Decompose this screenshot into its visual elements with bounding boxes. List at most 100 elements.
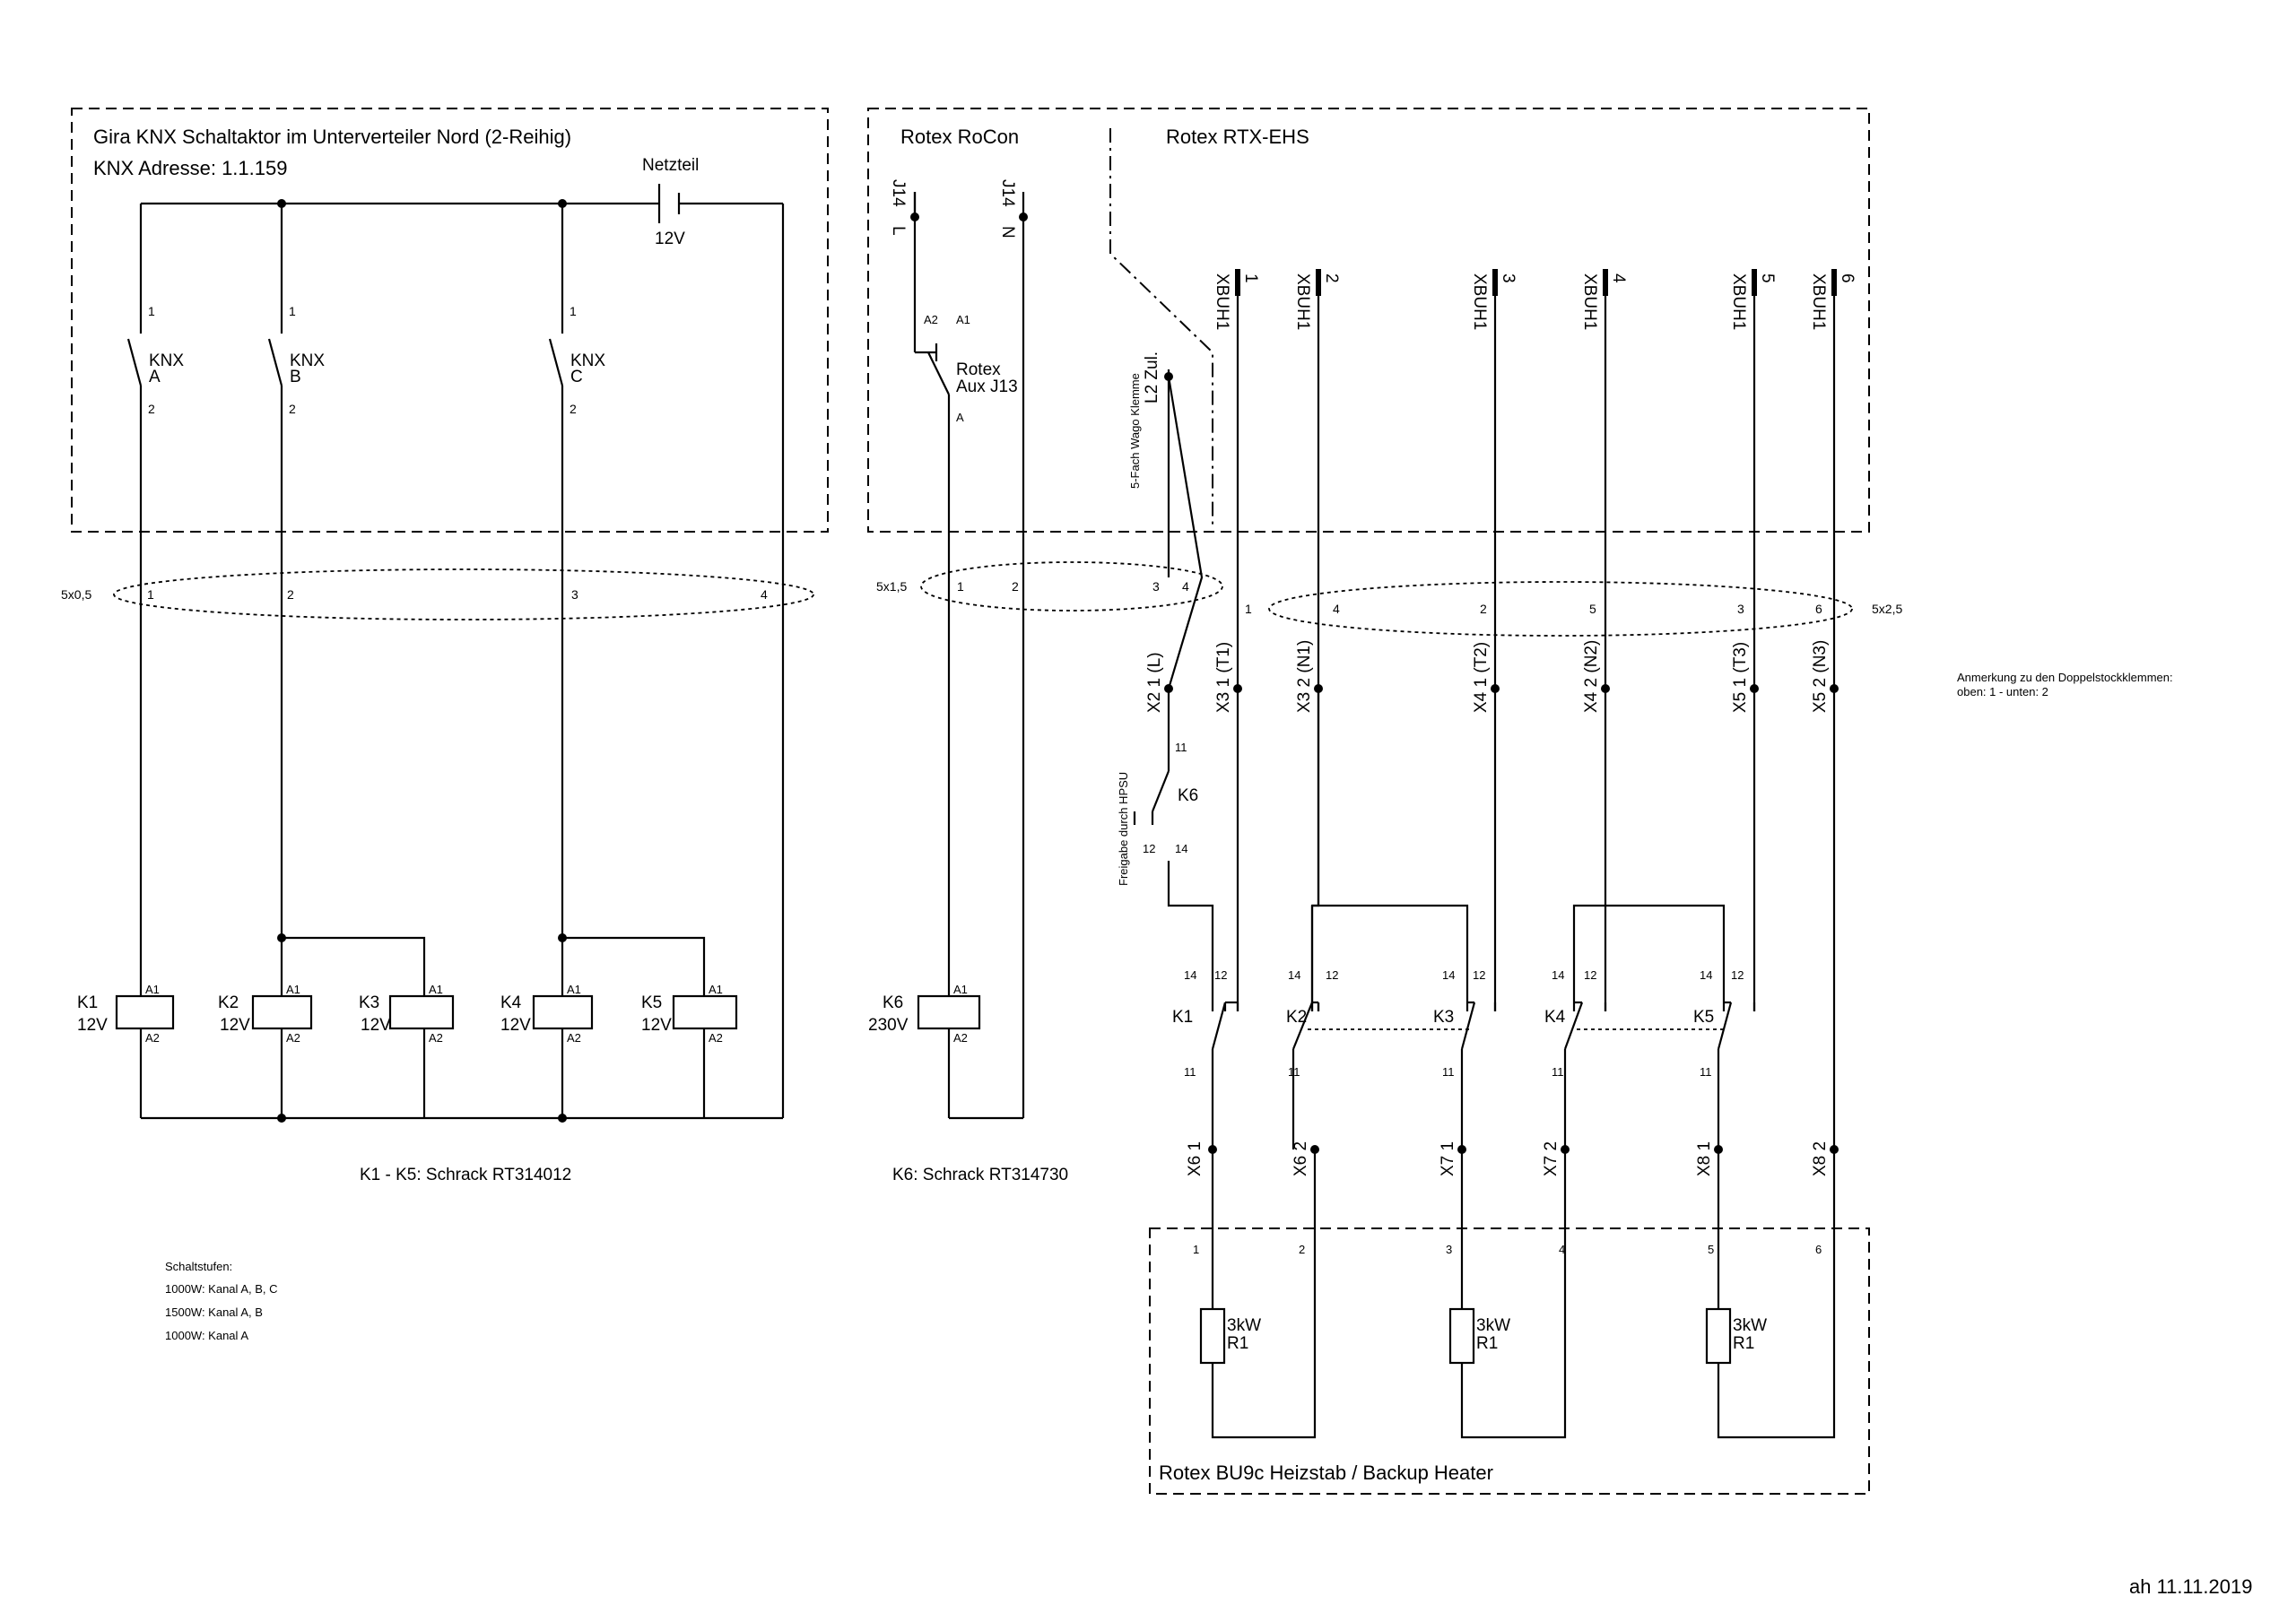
svg-text:11: 11 <box>1175 741 1187 754</box>
note-line-1: Anmerkung zu den Doppelstockklemmen: <box>1957 671 2173 684</box>
knx-switch-c: 1 KNX C 2 <box>548 204 605 1118</box>
bu9c-title: Rotex BU9c Heizstab / Backup Heater <box>1159 1462 1493 1484</box>
svg-text:K5: K5 <box>641 993 662 1012</box>
svg-text:2: 2 <box>1480 602 1487 616</box>
svg-text:A2: A2 <box>567 1031 581 1045</box>
svg-text:R1: R1 <box>1476 1334 1498 1353</box>
svg-text:6: 6 <box>1815 602 1822 616</box>
xbuh1-label: XBUH1 <box>1213 273 1231 330</box>
k5-branch-wire <box>562 936 706 1118</box>
svg-text:X8 1: X8 1 <box>1695 1141 1714 1176</box>
xbuh1-label: XBUH1 <box>1580 273 1599 330</box>
svg-text:X6 2: X6 2 <box>1292 1141 1310 1176</box>
svg-text:2: 2 <box>287 587 294 602</box>
heater-r1-a: 3kW R1 <box>1199 1307 1261 1365</box>
knx-address: KNX Adresse: 1.1.159 <box>93 157 287 179</box>
svg-text:12: 12 <box>1473 968 1485 982</box>
svg-text:12: 12 <box>1214 968 1227 982</box>
svg-text:230V: 230V <box>868 1016 909 1035</box>
xbuh1-pin: 6 <box>1838 273 1857 283</box>
coil-k6: K6 230V A1 A2 <box>868 983 981 1045</box>
contact-k3: K3 14 12 11 <box>1433 968 1497 1149</box>
svg-text:3: 3 <box>1446 1243 1452 1256</box>
xbuh1-label: XBUH1 <box>1809 273 1828 330</box>
relay-type-k1-k5: K1 - K5: Schrack RT314012 <box>360 1166 571 1184</box>
cable-5x05-labels: 5x0,5 1 2 3 4 <box>61 587 768 602</box>
svg-text:5x0,5: 5x0,5 <box>61 587 91 602</box>
svg-text:A2: A2 <box>709 1031 723 1045</box>
cable-5x25 <box>1268 581 1853 637</box>
svg-text:K3: K3 <box>359 993 379 1012</box>
svg-text:4: 4 <box>1182 579 1189 594</box>
coil-k2: K2 12V A1 A2 <box>218 983 313 1045</box>
coil-k3: K3 12V A1 A2 <box>359 983 455 1045</box>
xbuh1-pin: 1 <box>1241 273 1260 283</box>
coil-k5: K5 12V A1 A2 <box>641 983 738 1045</box>
svg-text:11: 11 <box>1552 1065 1564 1079</box>
knx-switch-a: 1 KNX A 2 <box>126 204 184 1118</box>
supply-voltage: 12V <box>655 230 685 248</box>
svg-text:5x2,5: 5x2,5 <box>1872 602 1902 616</box>
knx-switch-b: 1 KNX B 2 <box>267 204 325 1118</box>
heater-r1-c: 3kW R1 <box>1705 1307 1767 1365</box>
svg-text:3kW: 3kW <box>1733 1316 1767 1335</box>
svg-text:A2: A2 <box>429 1031 443 1045</box>
xbuh1-label: XBUH1 <box>1729 273 1748 330</box>
svg-text:1: 1 <box>1245 602 1252 616</box>
xbuh1-terminal-bar <box>1316 269 1321 296</box>
relay-type-k6: K6: Schrack RT314730 <box>892 1166 1068 1184</box>
svg-text:J14: J14 <box>998 179 1017 207</box>
svg-text:A1: A1 <box>429 983 443 996</box>
bu9c-heater-frame <box>1149 1227 1870 1495</box>
svg-text:R1: R1 <box>1733 1334 1754 1353</box>
supply-label: Netzteil <box>642 156 699 175</box>
junction-dot <box>558 199 567 208</box>
contact-k5: K5 14 12 11 <box>1693 968 1756 1149</box>
svg-text:K4: K4 <box>500 993 522 1012</box>
svg-text:11: 11 <box>1184 1065 1196 1079</box>
svg-text:A1: A1 <box>953 983 968 996</box>
svg-text:11: 11 <box>1700 1065 1712 1079</box>
xbuh1-pin: 5 <box>1758 273 1777 283</box>
svg-text:A2: A2 <box>953 1031 968 1045</box>
k6-release-contact: 11 K6 12 14 Freigabe durch HPSU <box>1117 689 1214 1011</box>
svg-text:K3: K3 <box>1433 1008 1454 1027</box>
svg-text:1: 1 <box>289 304 296 318</box>
cable-5x15-labels: 5x1,5 1 2 3 4 <box>876 579 1189 594</box>
svg-text:X3 2 (N1): X3 2 (N1) <box>1295 640 1314 713</box>
signature: ah 11.11.2019 <box>2129 1575 2252 1598</box>
xbuh1-label: XBUH1 <box>1470 273 1489 330</box>
cable-5x25-labels: 5x2,5 1 4 2 5 3 6 <box>1245 602 1902 616</box>
svg-text:1: 1 <box>957 579 964 594</box>
wire-k4-k5-bridge <box>1572 904 1726 1011</box>
xbuh1-pin: 4 <box>1609 273 1628 283</box>
svg-text:A2: A2 <box>924 313 938 326</box>
coil-k4: K4 12V A1 A2 <box>500 983 594 1045</box>
xbuh1-terminal-bar <box>1492 269 1498 296</box>
svg-text:3: 3 <box>1152 579 1160 594</box>
svg-text:4: 4 <box>761 587 768 602</box>
svg-text:1000W: Kanal A, B, C: 1000W: Kanal A, B, C <box>165 1282 278 1296</box>
svg-text:Rotex: Rotex <box>956 360 1001 379</box>
svg-text:K6: K6 <box>883 993 903 1012</box>
svg-text:12V: 12V <box>361 1016 391 1035</box>
svg-text:A1: A1 <box>286 983 300 996</box>
svg-text:1: 1 <box>148 304 155 318</box>
junction-dot <box>277 933 286 942</box>
svg-text:1000W: Kanal A: 1000W: Kanal A <box>165 1329 248 1342</box>
svg-text:A1: A1 <box>567 983 581 996</box>
svg-text:N: N <box>998 226 1017 239</box>
svg-text:3kW: 3kW <box>1227 1316 1261 1335</box>
svg-text:4: 4 <box>1333 602 1340 616</box>
rotex-frame <box>867 108 1870 533</box>
svg-text:6: 6 <box>1815 1243 1822 1256</box>
svg-text:A2: A2 <box>286 1031 300 1045</box>
svg-text:5x1,5: 5x1,5 <box>876 579 907 594</box>
svg-text:C: C <box>570 368 583 386</box>
heater-pin-labels: 1 2 3 4 5 6 <box>1193 1243 1822 1256</box>
svg-text:11: 11 <box>1288 1065 1300 1079</box>
svg-text:3: 3 <box>571 587 578 602</box>
svg-text:4: 4 <box>1559 1243 1565 1256</box>
